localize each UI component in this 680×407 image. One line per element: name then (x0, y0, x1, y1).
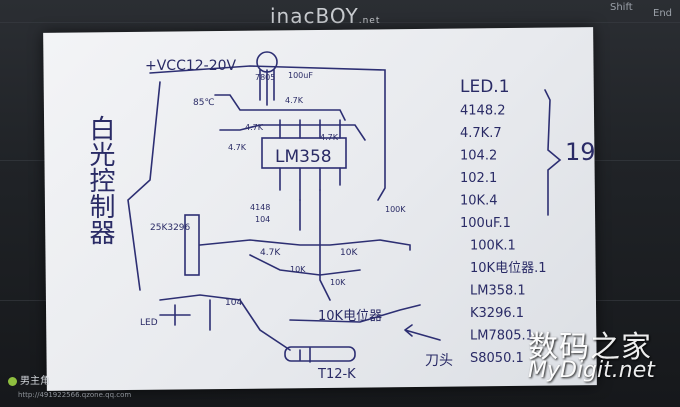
qzone-badge: 男主角 (8, 372, 50, 387)
bom-item: 100uF.1 (460, 216, 511, 231)
bom-item: 4148.2 (460, 104, 506, 119)
ic-label: LM358 (275, 147, 332, 167)
resistor-label: 4.7K (320, 133, 339, 142)
knife-note: 刀头 (425, 353, 453, 369)
led-label: LED (140, 318, 158, 328)
bom-list: LED.1 4148.2 4.7K.7 104.2 102.1 10K.4 100uF.1 1… (460, 77, 546, 366)
bom-item: S8050.1 (470, 351, 524, 366)
qzone-name: 男主角 (20, 376, 50, 387)
resistor-label: 4.7K (228, 143, 247, 152)
cap-label: 104 (225, 298, 242, 308)
resistor-label: 4.7K (245, 123, 264, 132)
watermark-en: MyDigit.net (528, 358, 655, 383)
cap-label: 104 (255, 215, 270, 224)
resistor-label: 10K (290, 265, 306, 274)
bom-total: 19 (565, 138, 596, 166)
bom-item: 104.2 (460, 149, 497, 164)
bom-item: 10K.4 (460, 194, 497, 209)
resistor-label: 10K (340, 248, 358, 258)
knife-tip (284, 346, 356, 362)
resistor-label: 4.7K (260, 248, 281, 258)
left-wire (127, 81, 161, 291)
bom-item: LM7805.1 (470, 329, 534, 344)
qzone-url: http://491922566.qzone.qq.com (18, 391, 132, 399)
title-text: 白光控制器 (85, 115, 115, 245)
bom-item: 100K.1 (470, 239, 516, 254)
vcc-label: +VCC12-20V (145, 58, 237, 74)
regulator-label: 7805 (255, 73, 275, 82)
resistor-label: 100K (385, 205, 406, 214)
diode-label: 4148 (250, 203, 270, 212)
trim-pot (184, 214, 200, 276)
end-key-label: End (653, 8, 673, 19)
bom-bracket (544, 89, 562, 216)
watermark-cn: 数码之家 (528, 330, 652, 365)
pot-label: 25K3296 (150, 223, 191, 233)
resistor-label: 4.7K (285, 96, 304, 105)
ntc-label: 85℃ (193, 98, 215, 108)
bom-item: LED.1 (460, 77, 510, 97)
avatar-icon (8, 376, 17, 386)
bom-item: LM358.1 (470, 284, 526, 299)
bom-item: 102.1 (460, 171, 497, 186)
keyboard-brand: inacBOY.net (270, 4, 381, 28)
bom-item: 4.7K.7 (460, 126, 502, 141)
shift-key-label: Shift (610, 2, 633, 13)
regulator-body (256, 51, 278, 73)
bom-item: K3296.1 (470, 306, 524, 321)
vertical-title: 白光控制器 (85, 115, 115, 245)
keyboard-edge (0, 22, 680, 23)
lm358-ic (261, 137, 347, 169)
resistor-label: 10K (330, 278, 346, 287)
bom-item: 10K电位器.1 (470, 261, 546, 276)
vcc-wire (149, 65, 386, 201)
cap-top-label: 100uF (288, 71, 313, 80)
pot10k-label: 10K电位器 (318, 309, 382, 324)
knife-label: T12-K (317, 367, 356, 382)
